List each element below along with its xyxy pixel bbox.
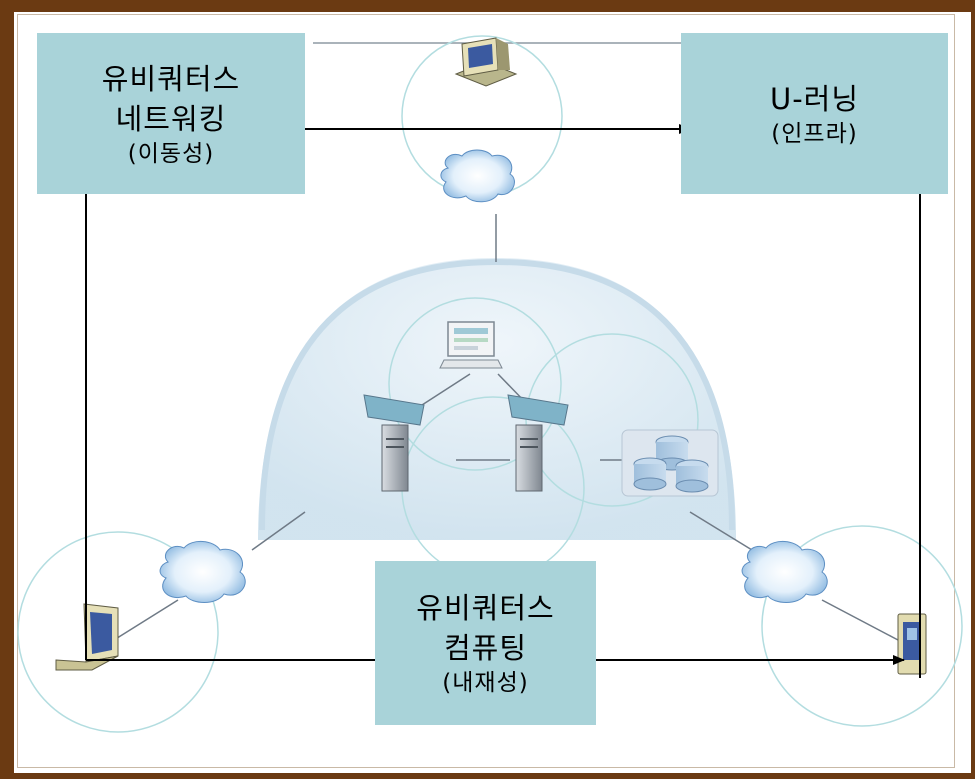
desktop-computer-icon: [454, 37, 518, 87]
computing-title-line1: 유비쿼터스: [416, 591, 555, 625]
server-icon: [363, 394, 425, 492]
ubiquitous-computing-box: 유비쿼터스 컴퓨팅 (내재성): [375, 561, 596, 725]
database-icon: [621, 429, 719, 497]
dome-right-cloud-link: [689, 511, 753, 551]
computing-subtitle: (내재성): [442, 670, 529, 696]
networking-title-line2: 네트워킹: [115, 101, 227, 136]
networking-subtitle: (이동성): [127, 140, 215, 167]
cloud-icon: [741, 541, 828, 603]
bottom-left-circle: [17, 531, 219, 733]
cloud-icon: [159, 541, 246, 603]
tablet-device-icon: [897, 613, 927, 675]
learning-subtitle: (인프라): [771, 120, 858, 147]
right-cloud-tablet-link: [821, 599, 899, 641]
bottom-right-circle: [761, 525, 963, 727]
center-top-circle: [388, 297, 562, 471]
computing-title-line2: 컴퓨팅: [443, 631, 528, 665]
flow-arrows: [81, 124, 925, 678]
laptop-icon: [439, 321, 503, 369]
u-learning-box: U-러닝 (인프라): [681, 33, 948, 194]
laptop-server-left-link: [421, 373, 471, 406]
left-cloud-laptop-link: [113, 599, 179, 641]
server-icon: [507, 394, 569, 492]
learning-title: U-러닝: [769, 81, 860, 116]
dome-left-cloud-link: [251, 511, 306, 551]
coverage-circles: [17, 35, 963, 733]
cloud-icon: [440, 149, 515, 203]
ubiquitous-networking-box: 유비쿼터스 네트워킹 (이동성): [37, 33, 305, 194]
center-right-circle: [525, 333, 699, 507]
networking-title-line1: 유비쿼터스: [101, 61, 241, 96]
